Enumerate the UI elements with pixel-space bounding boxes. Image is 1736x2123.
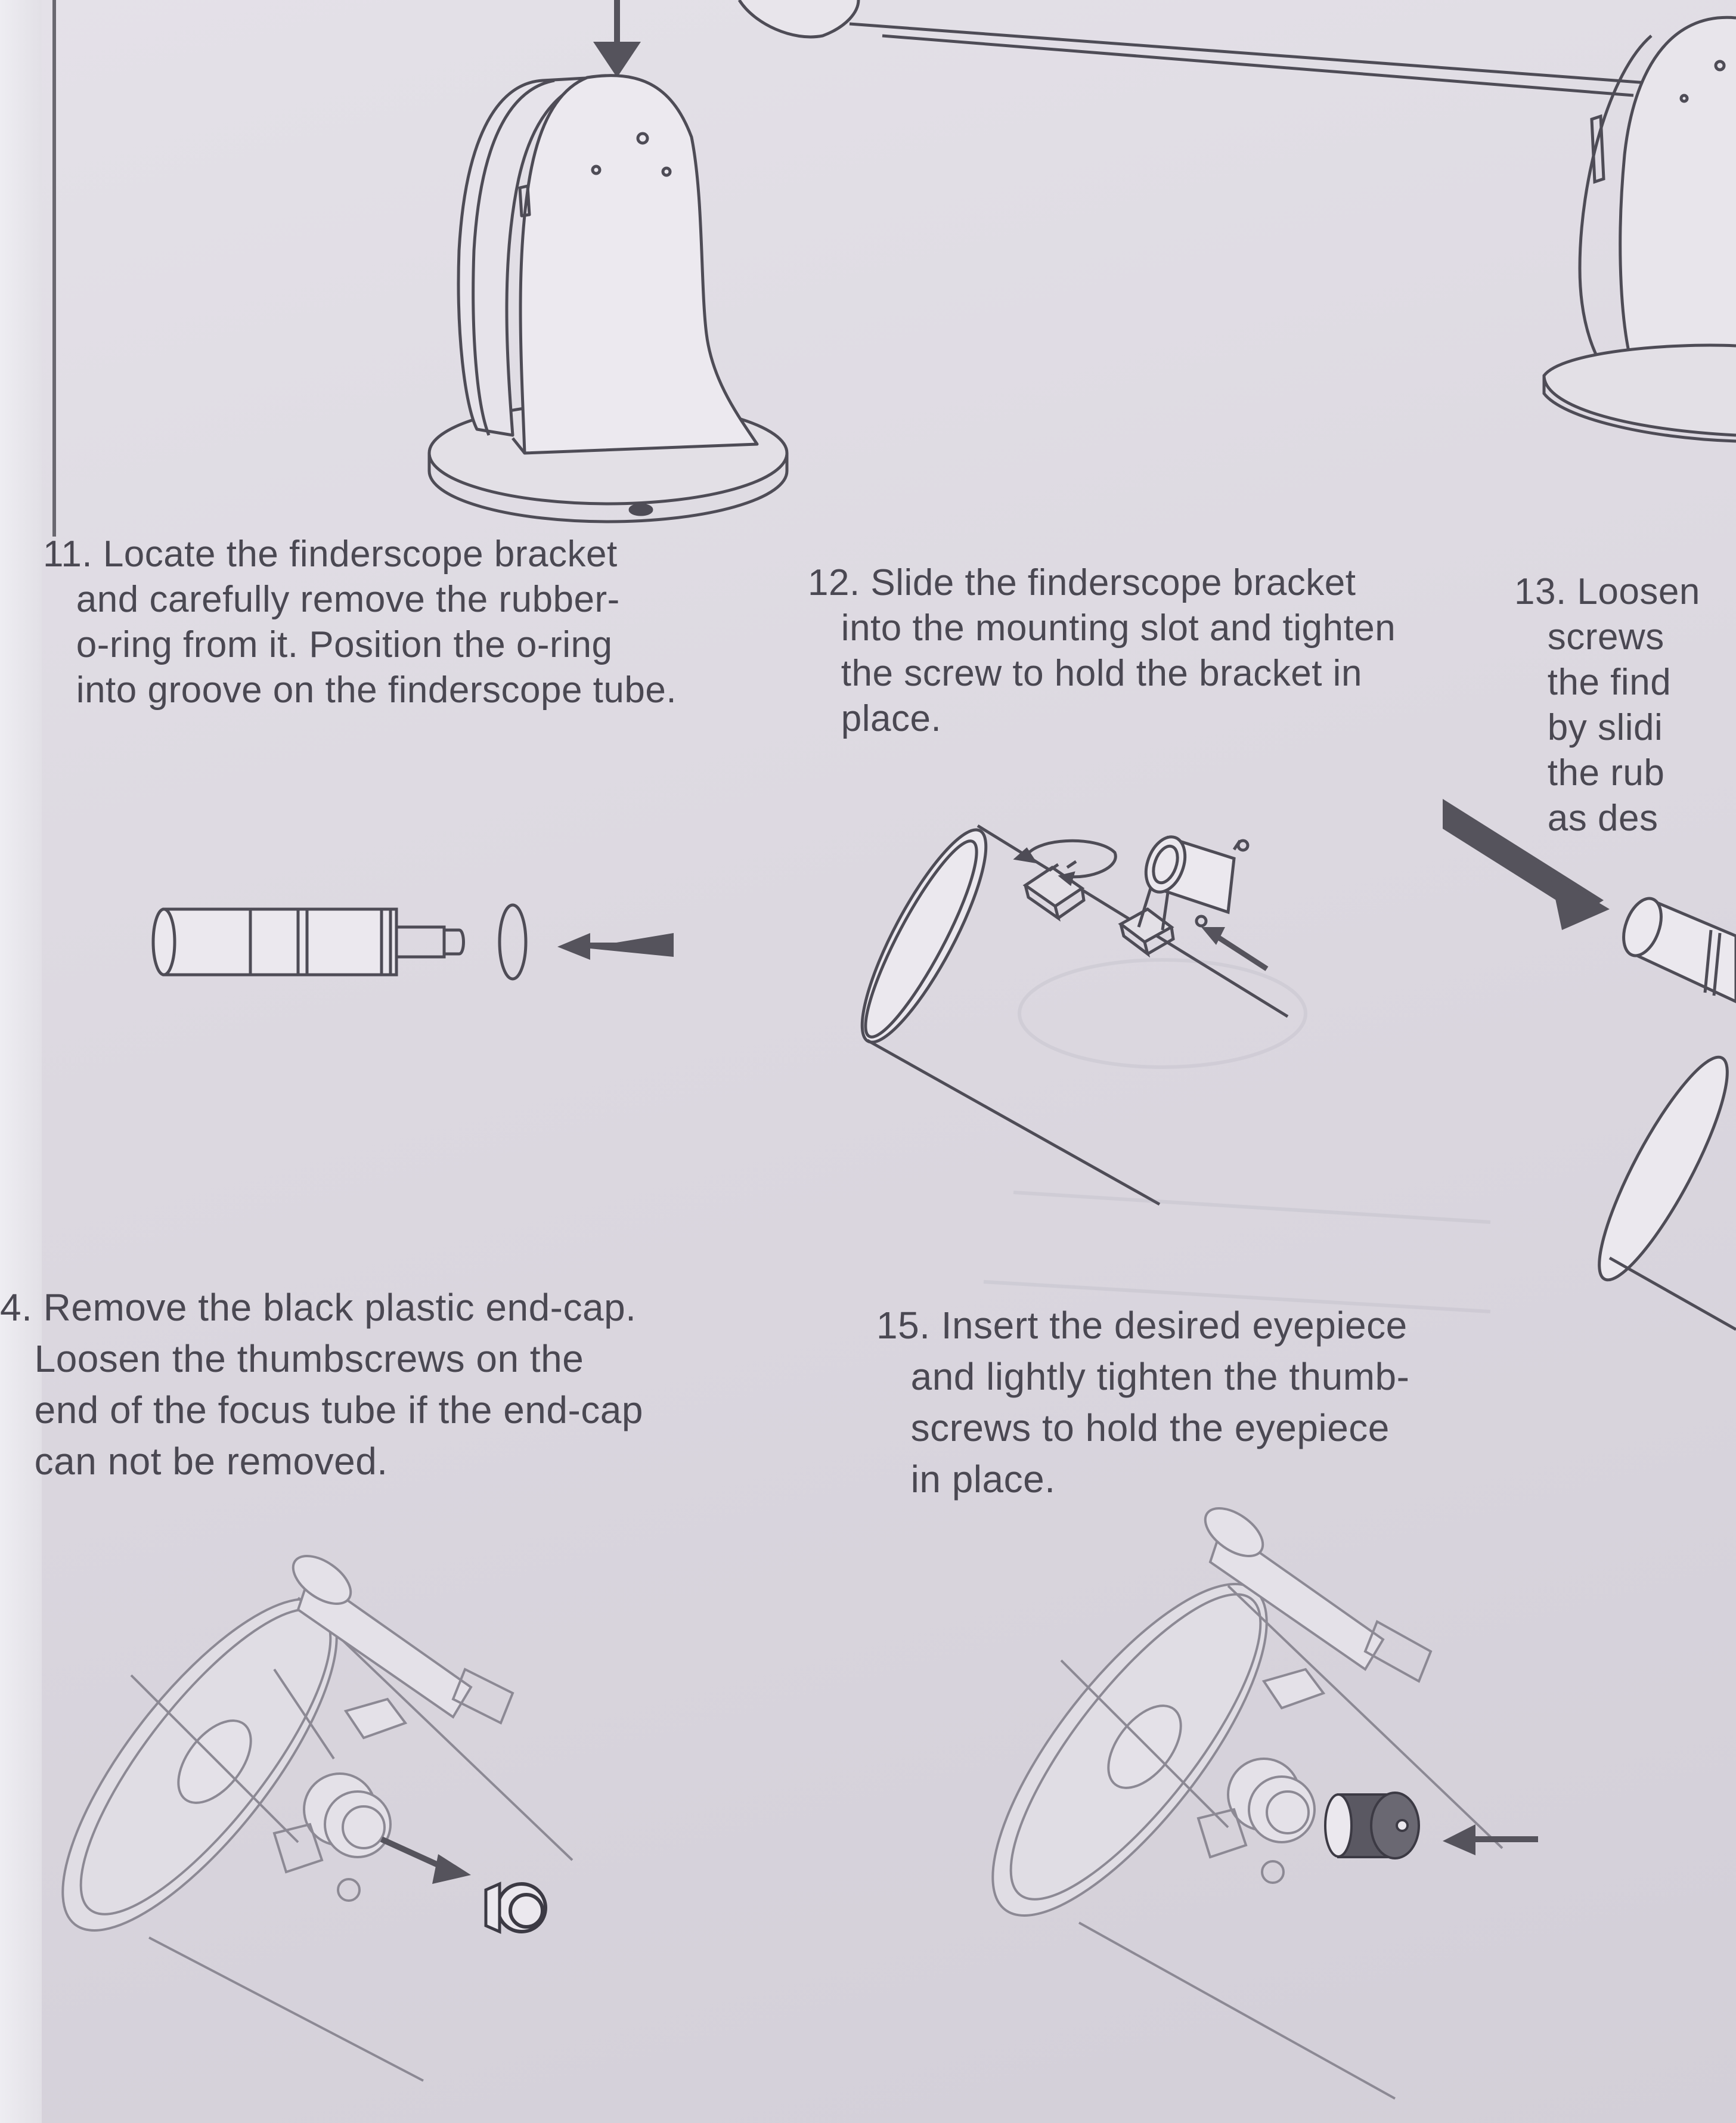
step-instructions: Insert the desired eyepiece and lightly t… [876, 1304, 1409, 1505]
step-number: 11. [43, 534, 103, 575]
remove-endcap-illustration [61, 1555, 574, 2082]
instruction-line: the rub [1547, 752, 1665, 794]
instruction-line: Insert the desired eyepiece [941, 1304, 1408, 1347]
instruction-line: by slidi [1547, 707, 1663, 748]
step-14-text: 4. Remove the black plastic end-cap. Loos… [0, 1282, 643, 1487]
instruction-line: in place. [910, 1458, 1056, 1501]
instruction-line: place. [841, 698, 942, 739]
step-number: 12. [808, 562, 871, 603]
step-instructions: Remove the black plastic end-cap. Loosen … [0, 1286, 643, 1487]
finderscope-install-partial [1443, 799, 1736, 1331]
instruction-line: Remove the black plastic end-cap. [43, 1286, 637, 1329]
step-12-text: 12. Slide the finderscope bracket into th… [808, 560, 1396, 742]
instruction-line: Locate the finderscope bracket [103, 534, 618, 575]
show-through-ghosting [983, 958, 1491, 1313]
instruction-line: and carefully remove the rubber- [76, 579, 620, 620]
instruction-line: the screw to hold the bracket in [841, 653, 1362, 694]
dobsonian-base-illustration [427, 0, 789, 523]
instruction-line: into groove on the finderscope tube. [76, 670, 677, 711]
instruction-line: end of the focus tube if the end-cap [34, 1389, 643, 1431]
step-15-text: 15. Insert the desired eyepiece and light… [876, 1300, 1409, 1505]
instruction-line: o-ring from it. Position the o-ring [76, 624, 613, 665]
finderscope-oring-illustration [151, 903, 674, 981]
step-instructions: Slide the finderscope bracket into the mo… [808, 562, 1396, 742]
step-number: 4. [0, 1286, 44, 1329]
instruction-line: Loosen the thumbscrews on the [34, 1337, 584, 1380]
step-number: 15. [876, 1304, 941, 1347]
instruction-line: the find [1547, 662, 1672, 703]
instruction-line: as des [1547, 798, 1658, 839]
instruction-line: into the mounting slot and tighten [841, 608, 1396, 649]
bracket-mounting-illustration [860, 824, 1289, 1206]
margin-rule [52, 0, 56, 537]
instruction-line: and lightly tighten the thumb- [910, 1355, 1410, 1398]
step-number: 13. [1514, 571, 1577, 612]
instruction-line: Slide the finderscope bracket [870, 562, 1356, 603]
instruction-line: screws [1547, 616, 1664, 658]
instruction-line: screws to hold the eyepiece [910, 1406, 1390, 1449]
instruction-line: Loosen [1577, 571, 1700, 612]
page-edge-shadow [0, 0, 42, 2123]
insert-eyepiece-illustration [991, 1507, 1538, 2100]
instruction-line: can not be removed. [34, 1440, 388, 1483]
rocker-tube-illustration [737, 0, 1736, 443]
